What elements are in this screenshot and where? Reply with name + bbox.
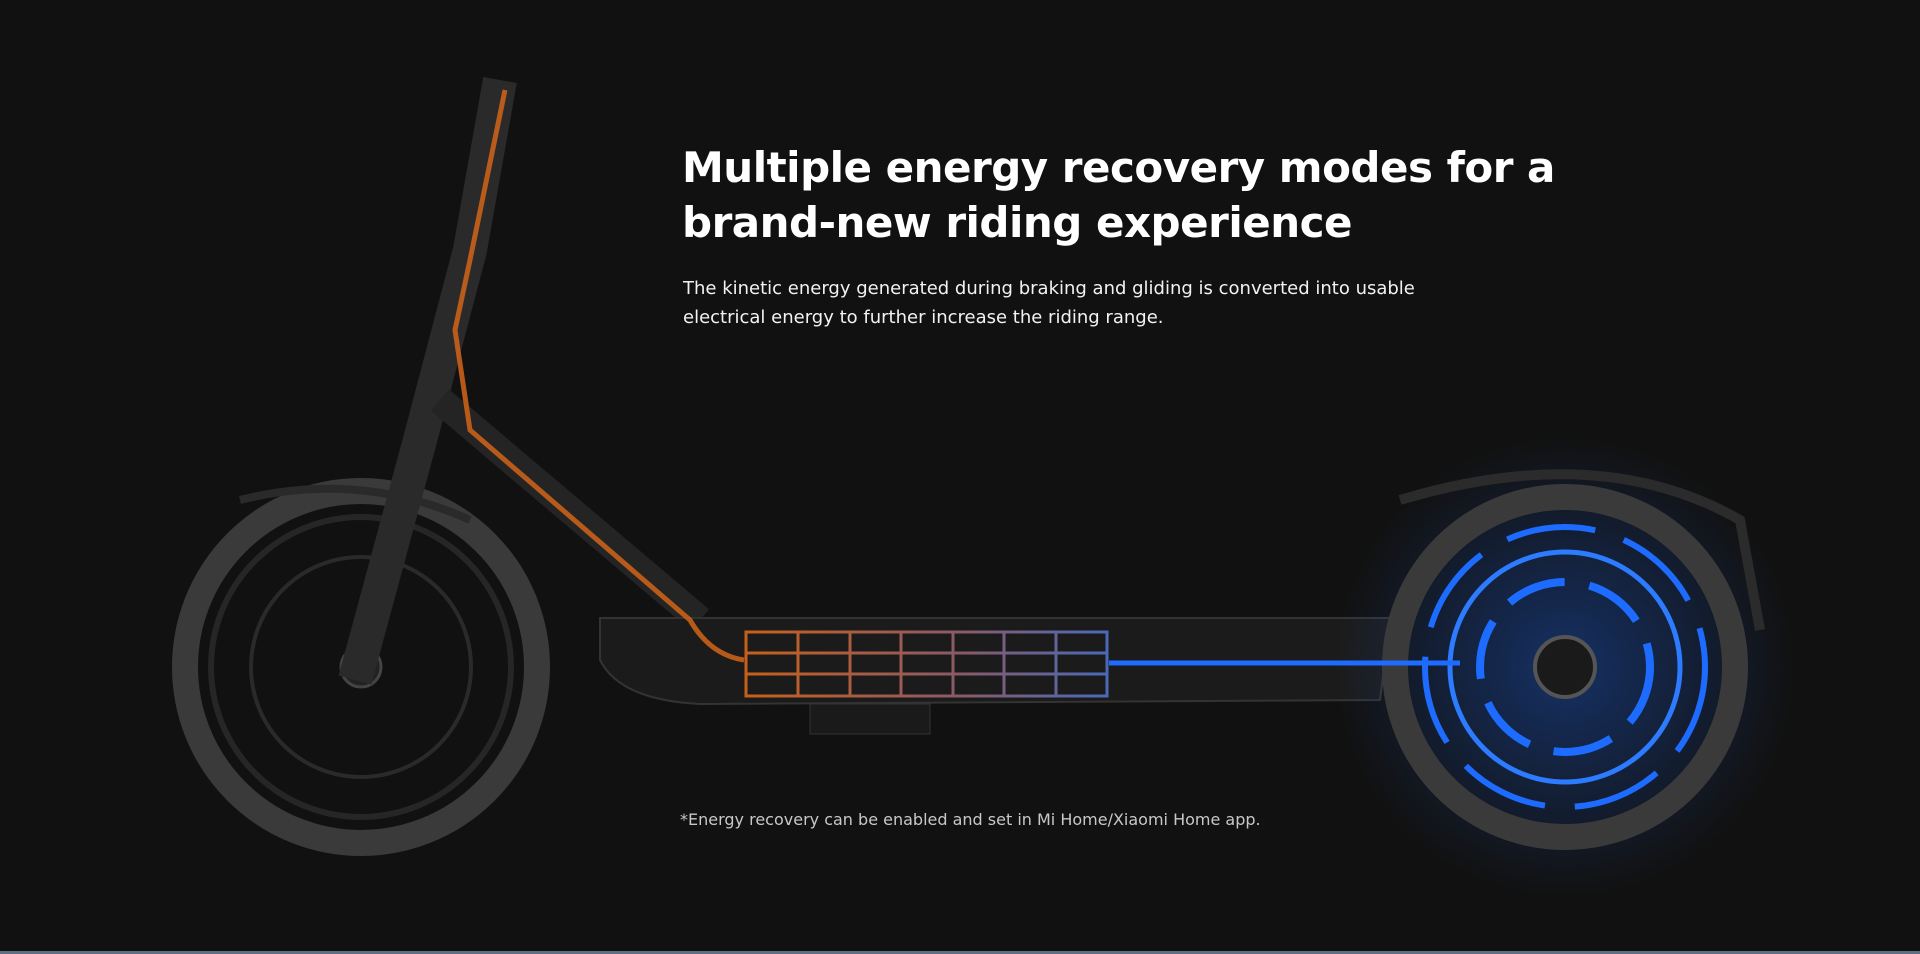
deck <box>599 617 1392 735</box>
description: The kinetic energy generated during brak… <box>683 278 1415 328</box>
energy-line-orange <box>452 89 745 663</box>
headline: Multiple energy recovery modes for a bra… <box>682 143 1555 247</box>
stem <box>239 77 710 685</box>
rear-wheel <box>1335 437 1795 897</box>
footnote: *Energy recovery can be enabled and set … <box>680 810 1261 829</box>
battery-cells <box>744 630 1109 698</box>
bottom-divider <box>0 951 1920 954</box>
